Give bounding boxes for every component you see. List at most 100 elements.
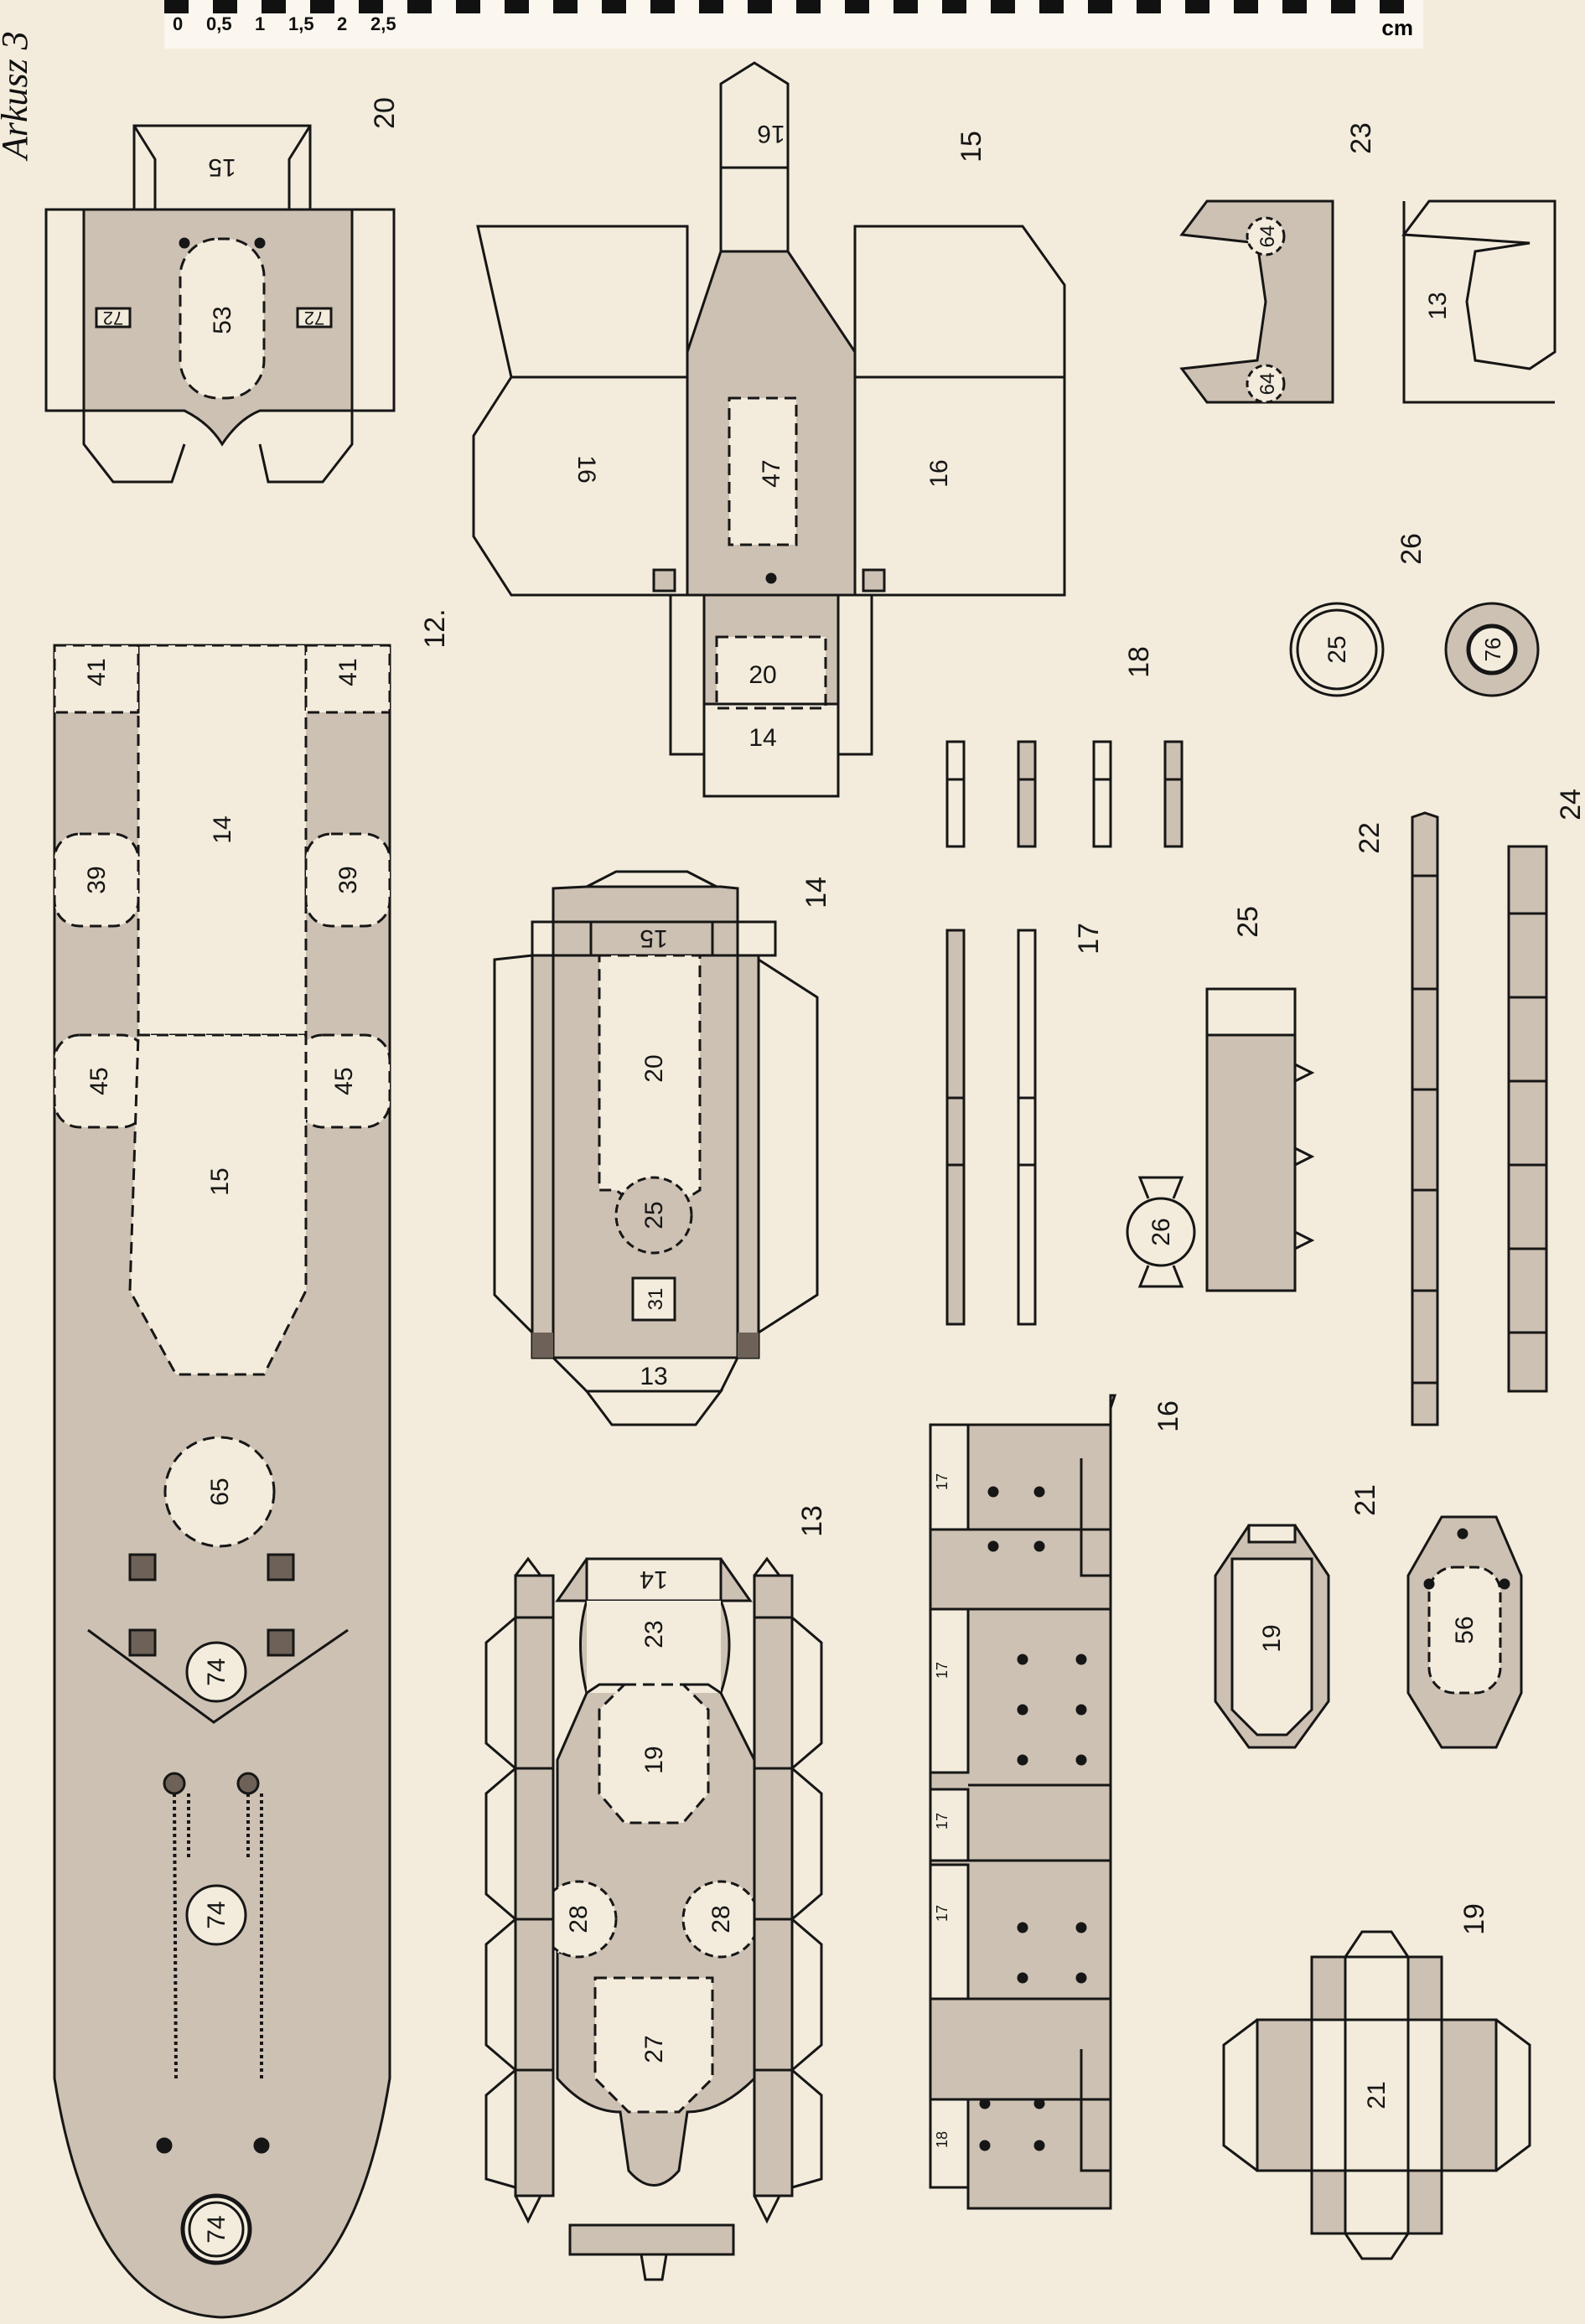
ruler-label-0: 0 <box>173 13 184 34</box>
part-16-label-17a: 17 <box>934 1473 950 1490</box>
part-14-label-13: 13 <box>640 1363 667 1390</box>
part-number-13: 13 <box>796 1505 828 1537</box>
part-20-label-72a: 72 <box>103 308 123 329</box>
ruler-block <box>894 0 918 13</box>
part-14-label-25: 25 <box>640 1201 668 1229</box>
part-23-label-64a: 64 <box>1256 225 1279 248</box>
part-26: 25 76 <box>1289 602 1540 697</box>
ruler-block <box>942 0 966 13</box>
ruler-label-2: 1 <box>255 13 266 34</box>
part-number-14: 14 <box>800 877 832 908</box>
part-numbers: 20 15 23 26 12. 18 14 17 25 22 24 16 13 … <box>369 97 1585 1935</box>
part-20: 15 53 72 72 <box>44 124 396 484</box>
part-22 <box>1411 811 1439 1426</box>
part-26-label-76: 76 <box>1480 638 1505 662</box>
part-25: 26 <box>1126 987 1315 1292</box>
ruler-block <box>456 0 480 13</box>
part-21-label-19: 19 <box>1258 1624 1286 1652</box>
part-15-label-16c: 16 <box>925 459 953 487</box>
part-12-label-15: 15 <box>206 1167 234 1195</box>
part-13: 14 23 19 28 28 27 <box>484 1556 823 2281</box>
ruler-block <box>602 0 626 13</box>
part-17 <box>945 929 1037 1326</box>
part-16-label-17b: 17 <box>934 1662 950 1679</box>
part-20-label-53: 53 <box>209 306 236 334</box>
part-number-16: 16 <box>1152 1400 1184 1432</box>
ruler-block <box>262 0 286 13</box>
part-13-label-28a: 28 <box>565 1905 593 1933</box>
part-15-label-20: 20 <box>748 661 776 689</box>
part-23-label-13: 13 <box>1424 292 1452 319</box>
part-13-label-27: 27 <box>640 2035 668 2063</box>
ruler-block <box>1088 0 1112 13</box>
part-number-24: 24 <box>1555 789 1585 820</box>
part-19: 21 <box>1222 1930 1531 2260</box>
part-14-label-15: 15 <box>640 924 667 952</box>
part-12-label-45a: 45 <box>85 1067 113 1095</box>
part-21-label-56: 56 <box>1451 1616 1479 1643</box>
ruler-block <box>213 0 237 13</box>
part-12-label-74c: 74 <box>203 2215 230 2243</box>
part-number-12: 12. <box>419 608 451 648</box>
part-12-label-39b: 39 <box>334 866 362 893</box>
part-25-label-26: 26 <box>1147 1218 1175 1245</box>
part-number-21: 21 <box>1349 1484 1381 1516</box>
ruler-block <box>796 0 821 13</box>
ruler-block <box>553 0 578 13</box>
part-12-label-65: 65 <box>206 1478 234 1505</box>
ruler-block <box>407 0 432 13</box>
ruler-block <box>1137 0 1161 13</box>
part-number-23: 23 <box>1345 122 1377 154</box>
ruler-label-3: 1,5 <box>288 13 314 34</box>
part-20-label-72b: 72 <box>304 308 324 329</box>
part-number-26: 26 <box>1396 533 1427 565</box>
part-15-label-16a: 16 <box>757 120 785 148</box>
ruler-block <box>699 0 723 13</box>
part-14-label-20: 20 <box>640 1054 668 1082</box>
ruler-block <box>505 0 529 13</box>
part-23-label-64b: 64 <box>1256 373 1279 396</box>
part-16-label-18: 18 <box>934 2131 950 2148</box>
part-12-label-74a: 74 <box>203 1658 230 1685</box>
part-21: 19 56 <box>1214 1515 1523 1749</box>
part-13-label-14: 14 <box>640 1566 667 1593</box>
part-number-20: 20 <box>369 97 401 129</box>
ruler-block <box>1380 0 1404 13</box>
ruler-label-4: 2 <box>337 13 348 34</box>
part-12-label-41b: 41 <box>334 658 362 686</box>
part-13-label-19: 19 <box>640 1746 668 1773</box>
part-number-15: 15 <box>956 131 987 163</box>
part-23: 64 64 13 <box>1179 199 1557 404</box>
part-13-label-28b: 28 <box>707 1905 735 1933</box>
part-16-label-17c: 17 <box>934 1813 950 1830</box>
ruler-label-1: 0,5 <box>206 13 232 34</box>
ruler-block <box>1185 0 1209 13</box>
ruler-block <box>310 0 334 13</box>
part-number-18: 18 <box>1123 646 1155 678</box>
ruler-block <box>1234 0 1258 13</box>
part-number-19: 19 <box>1458 1903 1490 1935</box>
part-12-label-45b: 45 <box>330 1067 358 1095</box>
part-12: 41 41 14 39 39 45 45 15 65 74 74 74 <box>53 644 391 2319</box>
part-number-17: 17 <box>1073 923 1105 955</box>
part-15-label-47: 47 <box>758 459 785 487</box>
part-12-label-74b: 74 <box>203 1901 230 1928</box>
ruler-block <box>1282 0 1307 13</box>
part-24 <box>1507 845 1548 1393</box>
part-20-label-15: 15 <box>208 153 236 181</box>
part-12-label-41a: 41 <box>83 658 111 686</box>
part-15: 16 16 47 16 20 14 <box>472 61 1066 798</box>
ruler-unit: cm <box>1381 15 1413 40</box>
part-19-label-21: 21 <box>1363 2081 1391 2109</box>
part-14: 15 20 25 31 13 <box>493 870 819 1426</box>
part-16-label-17d: 17 <box>934 1905 950 1922</box>
part-15-label-14: 14 <box>748 724 776 752</box>
part-12-label-39a: 39 <box>83 866 111 893</box>
ruler-label-5: 2,5 <box>370 13 396 34</box>
part-number-25: 25 <box>1232 906 1264 938</box>
ruler-block <box>845 0 869 13</box>
ruler-block <box>164 0 189 13</box>
ruler-block <box>748 0 772 13</box>
part-18 <box>945 740 1184 848</box>
